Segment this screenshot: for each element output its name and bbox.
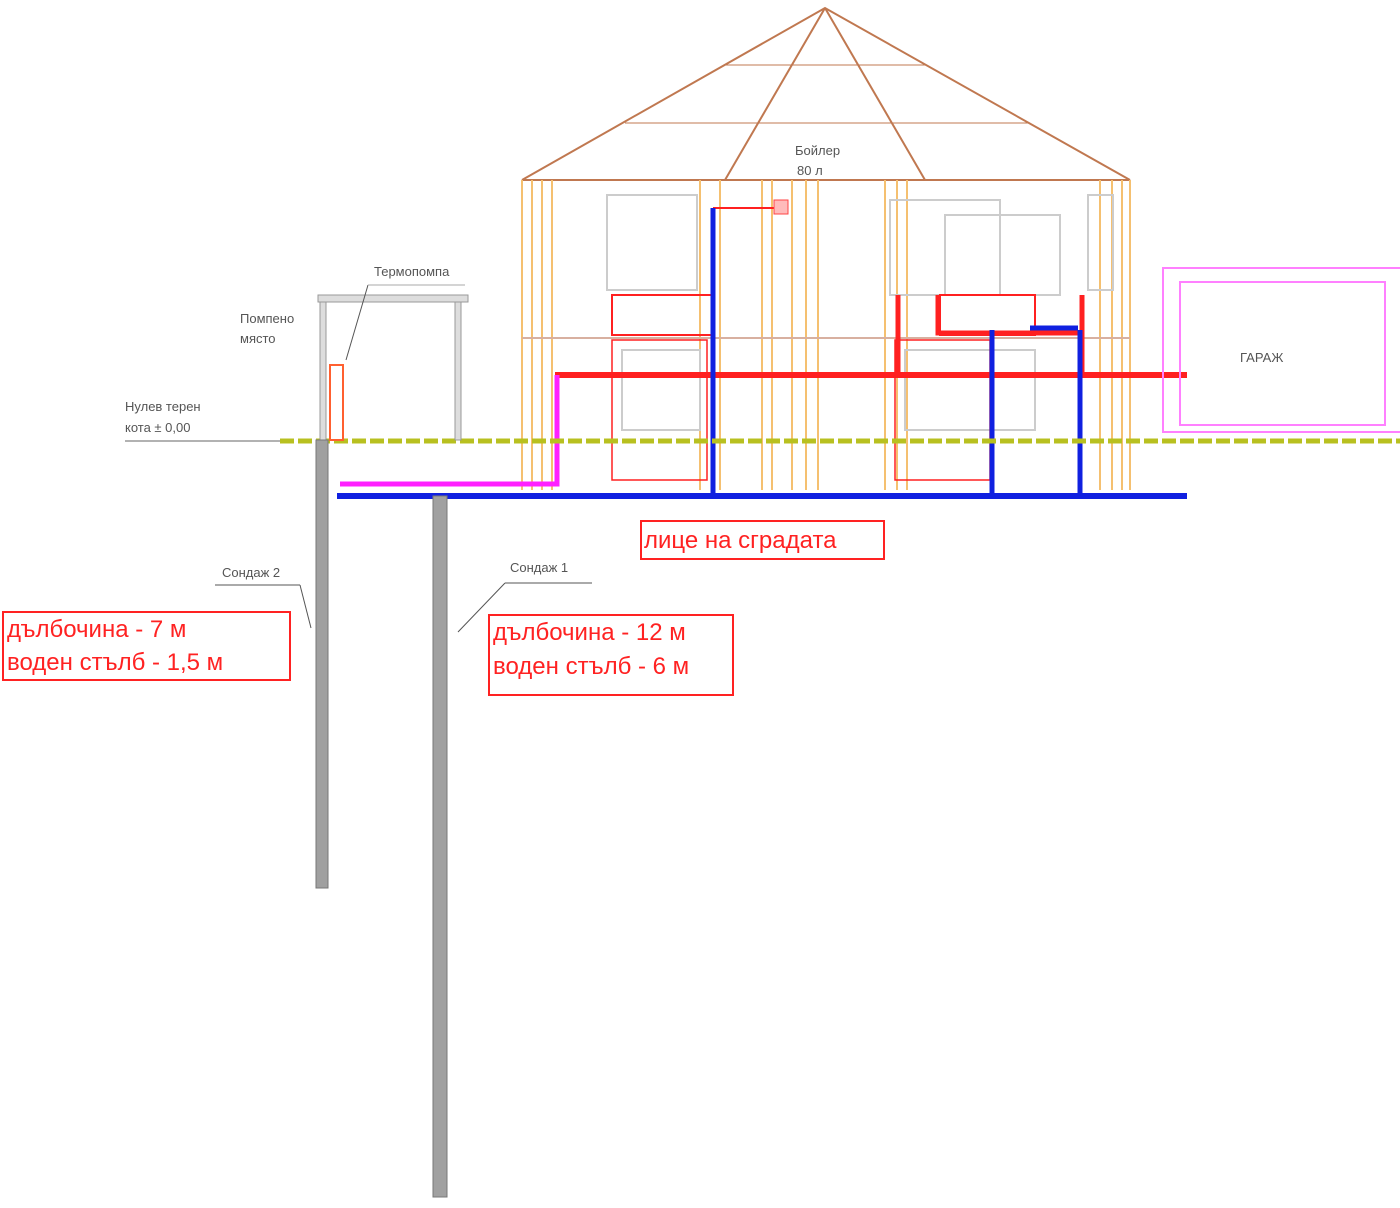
pump-room-label-2: място: [240, 331, 276, 346]
well-leaders: [215, 582, 592, 633]
well-1-info-box: [488, 614, 734, 696]
well-1-water-column: воден стълб - 6 м: [493, 653, 689, 680]
ground-loop-pipe: [340, 375, 560, 487]
well-1-depth: дълбочина - 12 м: [493, 619, 686, 646]
facade-label: лице на сградата: [644, 527, 837, 554]
house-walls: [521, 180, 1131, 490]
boiler: [773, 199, 789, 215]
cold-water-pipes: [337, 208, 1187, 499]
boiler-capacity: 80 л: [797, 163, 823, 178]
well-1-pipe: [432, 495, 448, 1198]
well-2-water-column: воден стълб - 1,5 м: [7, 649, 223, 676]
roof: [521, 6, 1131, 181]
boiler-label: Бойлер: [795, 143, 840, 158]
garage-label: ГАРАЖ: [1240, 350, 1283, 365]
well-2-depth: дълбочина - 7 м: [7, 616, 186, 643]
pump-room-label: Помпено: [240, 311, 294, 326]
well-2-info-box: [2, 611, 291, 681]
heat-pump-label: Термопомпа: [374, 264, 450, 279]
facade-label-box: [640, 520, 885, 560]
garage: [1162, 267, 1400, 433]
ground-label: Нулев терен: [125, 399, 201, 414]
well-1-label: Сондаж 1: [510, 560, 568, 575]
heat-pump-leader: [345, 284, 369, 361]
windows: [606, 194, 1114, 431]
heat-pump-unit: [329, 364, 344, 441]
well-2-pipe: [315, 439, 329, 889]
ground-elevation: кота ± 0,00: [125, 420, 190, 435]
well-2-label: Сондаж 2: [222, 565, 280, 580]
